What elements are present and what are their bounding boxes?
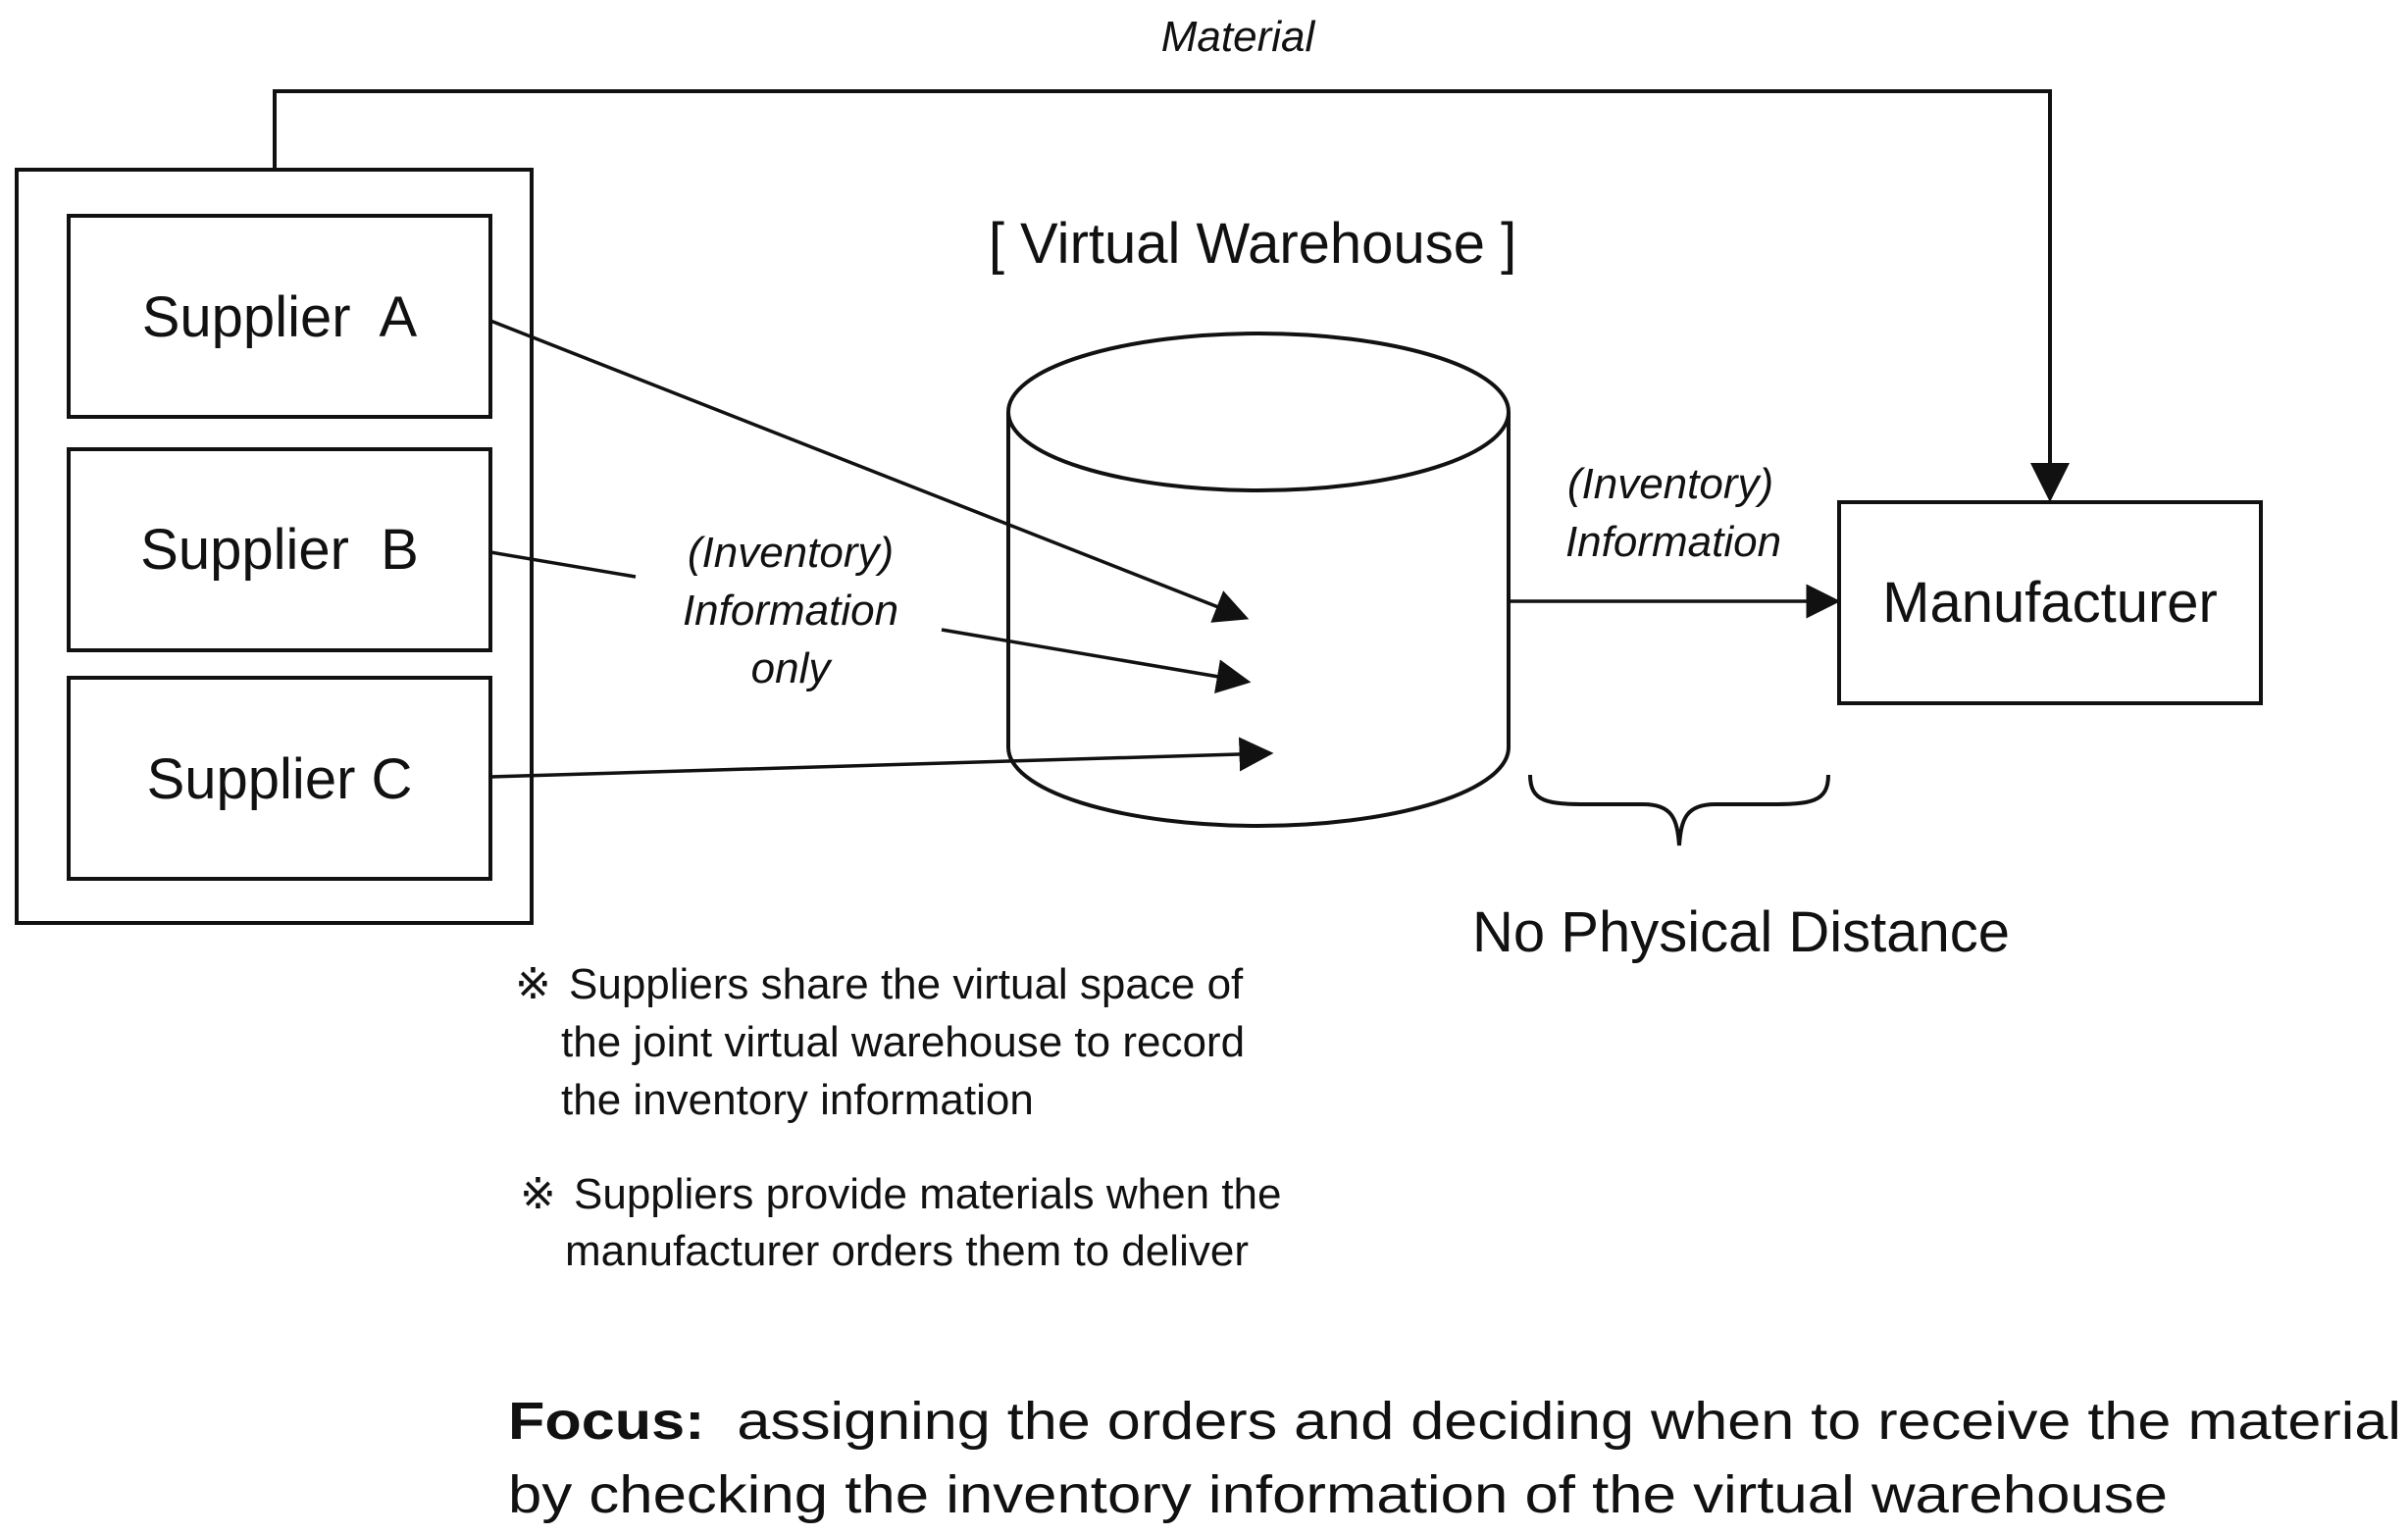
supplier-c-label: Supplier C xyxy=(147,747,413,811)
note-1: ※ Suppliers share the virtual space of t… xyxy=(515,960,1245,1124)
supplier-info-label-line-3: only xyxy=(751,644,834,692)
supplier-a-label: Supplier A xyxy=(142,285,418,349)
supplier-b-box xyxy=(67,447,492,652)
supplier-info-label-line-1: (Inventory) xyxy=(688,529,894,577)
note-2-symbol: ※ xyxy=(520,1170,556,1218)
supplier-b-info-line xyxy=(489,550,637,579)
supplier-b-info-arrow xyxy=(941,628,1252,693)
note-1-line-1: Suppliers share the virtual space of xyxy=(569,960,1244,1008)
focus-statement: Focus: assigning the orders and deciding… xyxy=(508,1392,2401,1524)
focus-heading: Focus: xyxy=(508,1392,705,1451)
note-2-line-1: Suppliers provide materials when the xyxy=(574,1170,1282,1218)
warehouse-info-label-line-1: (Inventory) xyxy=(1567,460,1773,508)
note-1-line-2: the joint virtual warehouse to record xyxy=(561,1018,1245,1066)
virtual-warehouse-cylinder xyxy=(1006,332,1511,828)
supplier-c-info-arrow xyxy=(489,737,1274,779)
supplier-info-label-line-2: Information xyxy=(683,587,898,635)
note-1-symbol: ※ xyxy=(515,960,551,1008)
manufacturer-box xyxy=(1837,500,2263,705)
focus-line-2: by checking the inventory information of… xyxy=(508,1465,2168,1524)
no-distance-label: No Physical Distance xyxy=(1472,900,2010,964)
note-2: ※ Suppliers provide materials when the m… xyxy=(520,1170,1282,1275)
virtual-warehouse-title: [ Virtual Warehouse ] xyxy=(989,212,1516,276)
note-2-line-2: manufacturer orders them to deliver xyxy=(565,1227,1249,1275)
material-flow-arrow xyxy=(273,89,2070,502)
supplier-c-box xyxy=(67,676,492,881)
supplier-a-box xyxy=(67,214,492,419)
no-distance-brace xyxy=(1528,774,1830,846)
note-1-line-3: the inventory information xyxy=(561,1076,1034,1124)
supplier-a-info-arrow xyxy=(489,319,1250,623)
svg-text:Focus: assigning the ord: Focus: assigning the orders and deciding… xyxy=(508,1392,2401,1451)
supplier-group-box xyxy=(15,168,534,925)
supplier-info-label: (Inventory) Information only xyxy=(683,529,898,692)
warehouse-info-label-line-2: Information xyxy=(1565,518,1781,566)
supplier-b-label: Supplier B xyxy=(140,518,419,582)
focus-line-1: assigning the orders and deciding when t… xyxy=(737,1392,2401,1451)
manufacturer-label: Manufacturer xyxy=(1882,571,2218,635)
material-label: Material xyxy=(1161,13,1316,61)
